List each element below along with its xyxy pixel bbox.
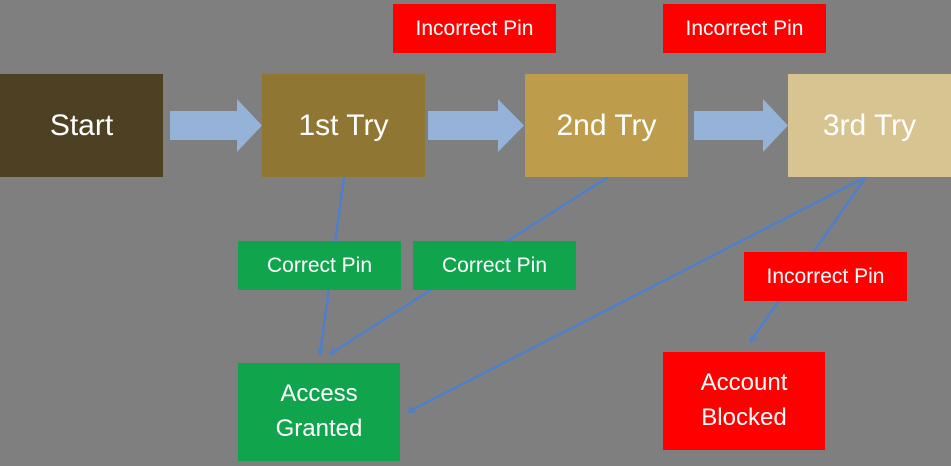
node-account-blocked-label: Account Blocked — [700, 369, 788, 431]
node-start: Start — [0, 74, 163, 177]
edge-label-incorrect-pin-1: Incorrect Pin — [393, 4, 556, 53]
block-arrow-start-to-try1 — [170, 99, 262, 152]
node-account-blocked: Account Blocked — [663, 352, 825, 450]
edge-label-incorrect-pin-2-text: Incorrect Pin — [685, 16, 804, 40]
node-first-try: 1st Try — [262, 74, 425, 177]
edge-label-correct-pin-1-text: Correct Pin — [266, 253, 373, 277]
node-second-try: 2nd Try — [525, 74, 688, 177]
edge-label-incorrect-pin-3-text: Incorrect Pin — [766, 264, 885, 288]
edge-label-incorrect-pin-3: Incorrect Pin — [744, 252, 907, 301]
edge-label-correct-pin-2-text: Correct Pin — [441, 253, 548, 277]
edge-label-incorrect-pin-1-text: Incorrect Pin — [415, 16, 534, 40]
node-access-granted: Access Granted — [238, 363, 400, 461]
node-second-try-label: 2nd Try — [556, 108, 657, 142]
node-first-try-label: 1st Try — [298, 108, 389, 142]
block-arrow-try2-to-try3 — [694, 99, 788, 152]
connector-try3-to-access-granted — [406, 175, 867, 414]
node-start-label: Start — [49, 108, 114, 142]
node-access-granted-label: Access Granted — [275, 380, 363, 442]
node-third-try-label: 3rd Try — [822, 108, 917, 142]
edge-label-correct-pin-1: Correct Pin — [238, 241, 401, 290]
node-third-try: 3rd Try — [788, 74, 951, 177]
block-arrow-try1-to-try2 — [428, 99, 524, 152]
edge-label-incorrect-pin-2: Incorrect Pin — [663, 4, 826, 53]
edge-label-correct-pin-2: Correct Pin — [413, 241, 576, 290]
